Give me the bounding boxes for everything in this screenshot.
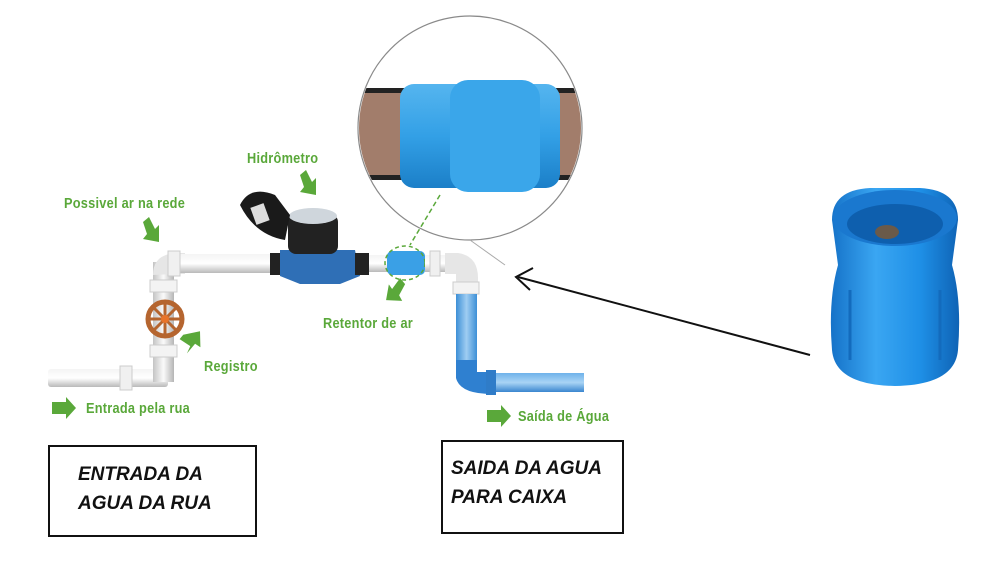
air-retainer-product-photo (830, 188, 960, 386)
registro-valve (145, 299, 185, 339)
label-hidrometro: Hidrômetro (247, 150, 319, 167)
saida-caption-box: SAIDA DA AGUA PARA CAIXA (441, 440, 624, 534)
hidrometro-arrow-icon (300, 170, 316, 195)
air-retainer (384, 245, 426, 281)
water-meter (240, 191, 387, 284)
label-registro: Registro (204, 358, 258, 375)
pointer-arrow (514, 267, 811, 356)
saida-caption-line1: SAIDA DA AGUA (451, 458, 602, 479)
outlet-pipe (425, 250, 584, 395)
entrada-caption-line1: ENTRADA DA (78, 464, 203, 485)
label-possivel-ar: Possivel ar na rede (64, 195, 186, 212)
label-saida: Saída de Água (518, 408, 610, 425)
label-entrada: Entrada pela rua (86, 400, 190, 417)
entrada-caption-box: ENTRADA DA AGUA DA RUA (48, 445, 257, 537)
saida-caption-line2: PARA CAIXA (451, 487, 568, 508)
magnified-retainer-inset (357, 15, 583, 266)
green-arrows (52, 170, 511, 427)
label-retentor: Retentor de ar (323, 315, 414, 332)
entrada-caption-line2: AGUA DA RUA (78, 493, 212, 514)
